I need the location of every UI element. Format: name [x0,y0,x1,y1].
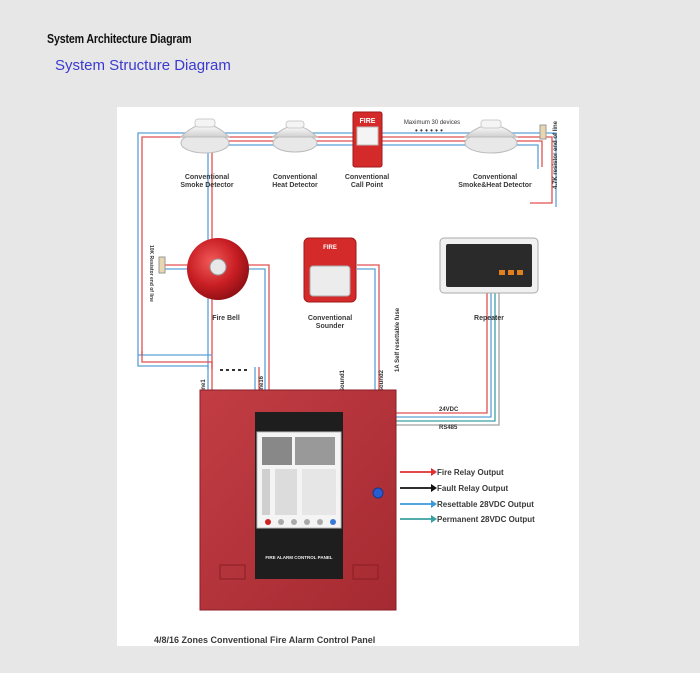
panel-label: FIRE ALARM CONTROL PANEL [265,555,332,560]
control-panel: FIRE ALARM CONTROL PANEL [199,389,397,611]
repeater-label: Repeater [474,315,504,322]
v24-label: 24VDC [439,407,459,413]
output-label-3: Permanent 28VDC Output [437,515,535,524]
resistor-icon [539,124,547,140]
zone1-label: Zone1 [201,379,207,397]
sounder-icon: FIRE [303,237,357,303]
output-arrows [400,468,437,523]
heat-detector-icon [271,120,319,153]
bell-resistor-icon [158,256,166,274]
eol-resistor-note: 4.7K resistor end of line [553,120,559,189]
page-title: System Architecture Diagram [47,31,192,46]
output-label-1: Fault Relay Output [437,484,508,493]
output-label-0: Fire Relay Output [437,468,504,477]
output-label-2: Resettable 28VDC Output [437,500,534,509]
smoke-detector-icon [179,118,231,154]
sound1-label: Sound1 [340,369,346,392]
sounder-brand: FIRE [323,245,337,251]
fire-bell-icon [187,238,249,300]
sound2-label: Sound2 [379,369,385,392]
zone16-label: Zone16 [259,375,265,397]
call-point-icon: FIRE [352,111,383,168]
bell-resistor-note: 10K Resistor end of line [148,245,154,302]
fuse-note: 1A Self resettable fuse [395,307,401,372]
panel-caption: 4/8/16 Zones Conventional Fire Alarm Con… [154,635,375,645]
key-switch-icon [372,487,384,499]
repeater-icon [439,237,539,294]
smoke-heat-detector-icon [463,119,519,154]
dots-icon: • • • • • • [415,126,443,135]
fire-bell-label: Fire Bell [212,315,240,322]
call-point-brand: FIRE [360,118,376,125]
rs485-label: RS485 [439,425,458,431]
max-devices-note: Maximum 30 devices [404,120,460,126]
page-subtitle: System Structure Diagram [55,57,231,74]
